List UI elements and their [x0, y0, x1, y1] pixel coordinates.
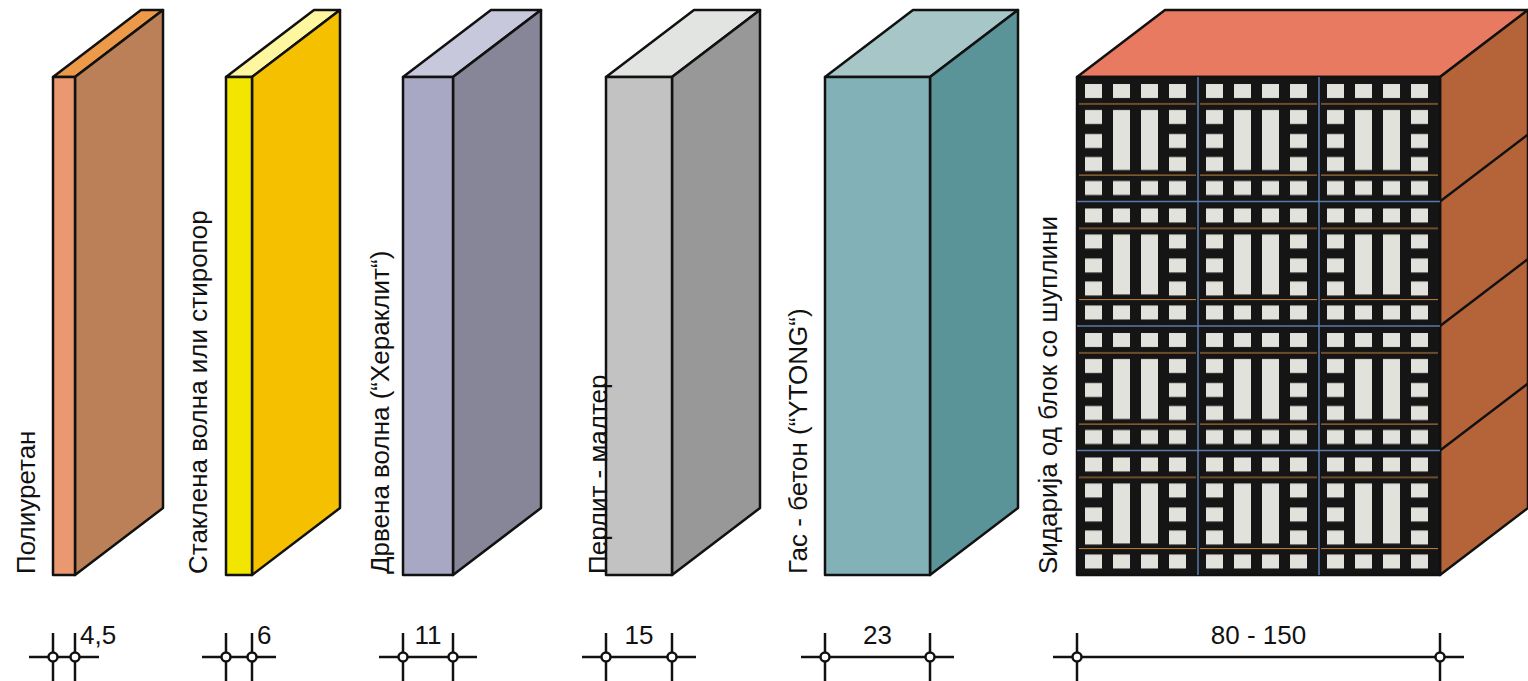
material-label: Полиуретан: [14, 431, 38, 574]
material-label: Ѕидарија од блок со шуплини: [1036, 216, 1060, 574]
dimension-node: [49, 653, 58, 662]
dimension-node: [602, 653, 611, 662]
material-label: Дрвена волна (“Хераклит“): [368, 251, 392, 574]
dimension-label: 15: [625, 621, 654, 649]
dimension-node: [449, 653, 458, 662]
dimension-node: [1073, 653, 1082, 662]
dimension-node: [926, 653, 935, 662]
dimension-node: [821, 653, 830, 662]
dimension-node: [222, 653, 231, 662]
dimension-node: [1436, 653, 1445, 662]
dimension-line: [1053, 656, 1464, 659]
dimension-line: [379, 656, 477, 659]
dimension-label: 4,5: [80, 621, 116, 649]
dimension-line: [29, 656, 99, 659]
dimension-label: 23: [863, 621, 892, 649]
dimension-node: [71, 653, 80, 662]
material-label: Стаклена волна или стиропор: [186, 210, 210, 574]
dimension-node: [248, 653, 257, 662]
dimension-label: 6: [257, 621, 271, 649]
dimension-line: [202, 656, 276, 659]
material-label: Гас - бетон (“YTONG“): [786, 308, 810, 574]
dimension-label: 80 - 150: [1211, 621, 1306, 649]
material-label: Перлит - малтер: [586, 375, 610, 574]
dimension-node: [399, 653, 408, 662]
dimension-node: [668, 653, 677, 662]
dimension-line: [582, 656, 696, 659]
dimension-label: 11: [415, 621, 442, 649]
